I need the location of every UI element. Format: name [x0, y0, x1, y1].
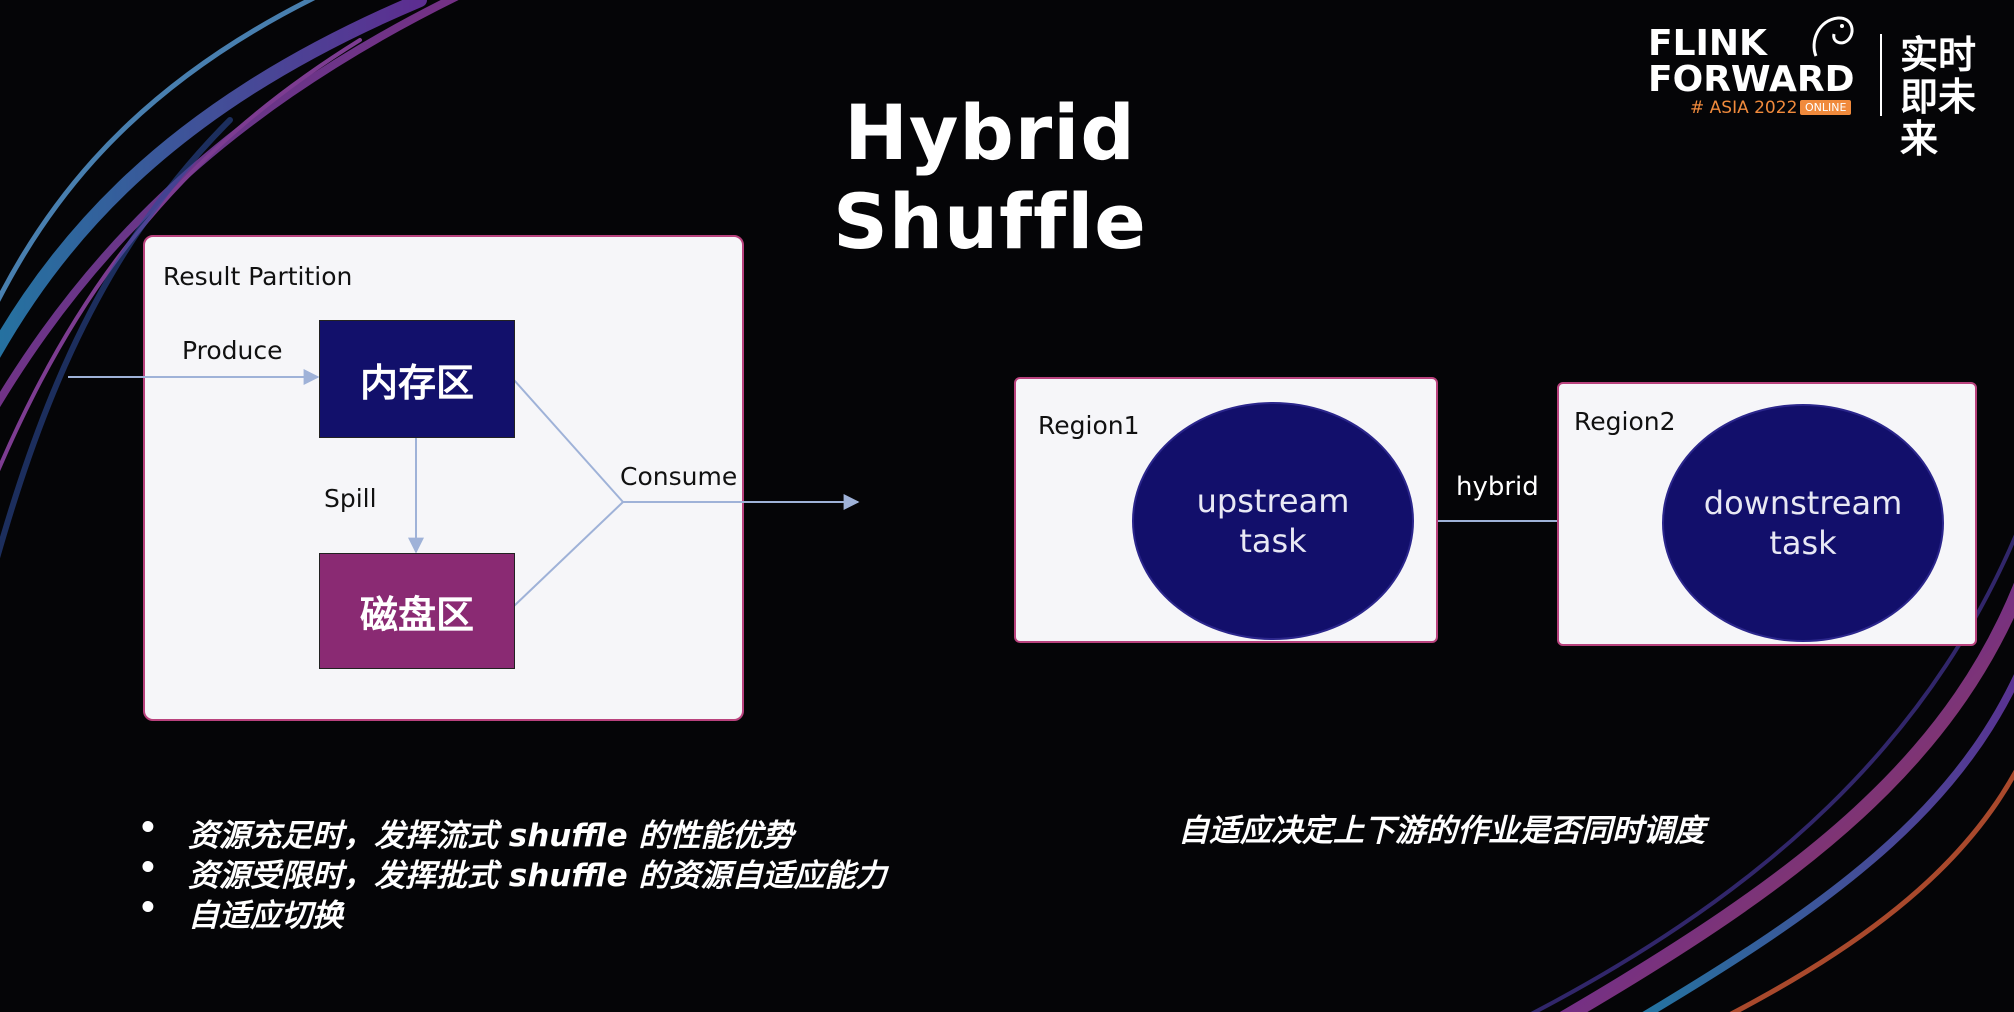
scheduling-note: 自适应决定上下游的作业是否同时调度	[1178, 813, 1705, 849]
consume-line-top	[513, 379, 624, 503]
bullet-text: 资源充足时，发挥流式 shuffle 的性能优势	[188, 818, 794, 854]
bullet-dot: •	[138, 890, 158, 926]
disk-box: 磁盘区	[319, 553, 515, 669]
region1-label: Region1	[1038, 411, 1140, 440]
logo-subtitle: # ASIA 2022	[1690, 98, 1798, 118]
consume-line-bottom	[513, 501, 624, 607]
slide-title: Hybrid Shuffle	[833, 88, 1147, 266]
logo-line2: FORWARD	[1648, 59, 1855, 100]
upstream-task-node: upstream task	[1132, 402, 1414, 640]
produce-label: Produce	[182, 336, 283, 365]
downstream-task-label: downstream task	[1703, 484, 1903, 562]
memory-box: 内存区	[319, 320, 515, 438]
upstream-task-label: upstream task	[1196, 482, 1350, 560]
result-partition-label: Result Partition	[163, 262, 353, 291]
consume-label: Consume	[620, 462, 738, 491]
downstream-task-node: downstream task	[1662, 404, 1944, 642]
hybrid-label: hybrid	[1456, 472, 1539, 502]
bullet-dot: •	[138, 850, 158, 886]
bullet-text: 自适应切换	[188, 898, 343, 934]
logo-badge: ONLINE	[1800, 100, 1852, 115]
logo-wordmark: FLINK FORWARD	[1648, 26, 1858, 98]
logo-divider	[1880, 34, 1882, 116]
logo-chinese: 实时即未来	[1900, 33, 1977, 161]
logo-line1: FLINK	[1648, 23, 1767, 64]
squirrel-icon	[1812, 16, 1854, 57]
bullet-text: 资源受限时，发挥批式 shuffle 的资源自适应能力	[188, 858, 887, 894]
bullet-dot: •	[138, 810, 158, 846]
spill-label: Spill	[324, 484, 377, 513]
region2-label: Region2	[1574, 407, 1676, 436]
